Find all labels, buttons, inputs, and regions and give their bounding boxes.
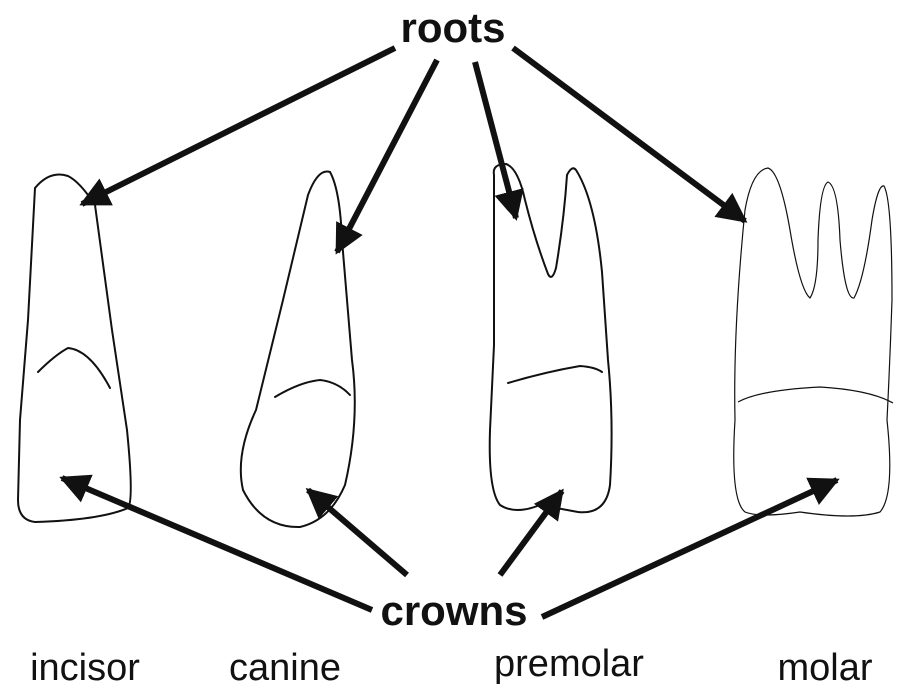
root-arrow-canine: [337, 60, 437, 252]
incisor-label: incisor: [30, 647, 140, 688]
crown-arrow-premolar: [500, 491, 562, 575]
root-arrow-incisor: [82, 48, 395, 204]
root-arrows: [82, 48, 745, 252]
root-arrow-molar: [513, 48, 745, 221]
crown-arrow-canine: [308, 490, 407, 575]
crown-arrow-incisor: [62, 478, 372, 610]
canine-tooth: [241, 171, 355, 527]
molar-tooth: [734, 168, 893, 516]
canine-label: canine: [229, 647, 341, 688]
roots-label: roots: [401, 4, 506, 51]
molar-label: molar: [777, 647, 872, 688]
crowns-label: crowns: [380, 587, 527, 634]
premolar-tooth: [490, 164, 612, 512]
root-arrow-premolar: [475, 62, 516, 218]
incisor-tooth: [18, 175, 131, 523]
crown-arrow-molar: [542, 480, 837, 617]
premolar-label: premolar: [494, 643, 644, 685]
